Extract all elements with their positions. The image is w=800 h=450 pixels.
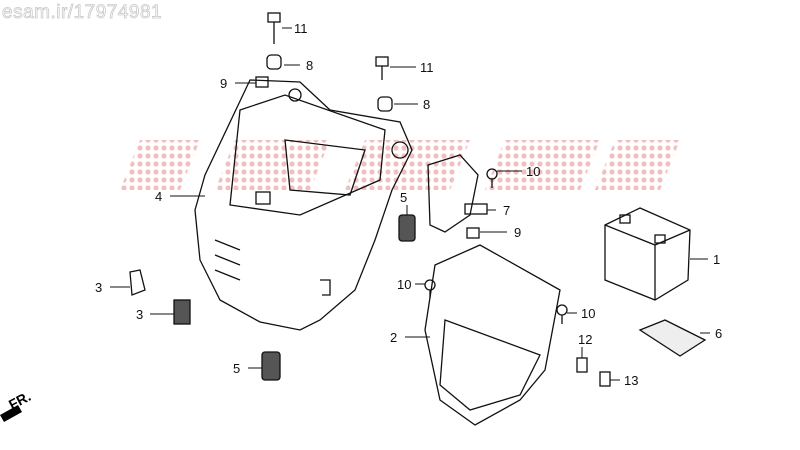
fuse-13	[599, 371, 611, 387]
callout-7: 7	[503, 203, 510, 218]
battery-pad-part	[638, 319, 707, 357]
callout-3: 3	[95, 280, 102, 295]
grommet-5-lower	[261, 351, 281, 381]
leader-lines	[110, 27, 710, 381]
bolt-11-right	[375, 56, 389, 80]
callout-3: 3	[136, 307, 143, 322]
callout-10: 10	[526, 164, 540, 179]
callout-2: 2	[390, 330, 397, 345]
callout-9: 9	[220, 76, 227, 91]
callout-10: 10	[397, 277, 411, 292]
collar-8-right	[377, 96, 393, 112]
battery-cover-part	[424, 244, 561, 426]
grommet-5-upper	[398, 214, 416, 242]
logo-watermark	[120, 140, 680, 190]
callout-9: 9	[514, 225, 521, 240]
clip-3-upper	[129, 269, 146, 296]
callout-1: 1	[713, 252, 720, 267]
callout-13: 13	[624, 373, 638, 388]
callout-8: 8	[306, 58, 313, 73]
callout-10: 10	[581, 306, 595, 321]
bolt-10-a	[486, 168, 498, 188]
fuse-12	[576, 357, 588, 373]
nut-9-b	[466, 227, 480, 239]
clip-3-lower	[173, 299, 191, 325]
cover-bracket	[427, 154, 488, 233]
bolt-10-c	[556, 304, 568, 324]
watermark: esam.ir/17974981	[2, 2, 163, 24]
callout-12: 12	[578, 332, 592, 347]
nut-9-a	[255, 76, 269, 88]
luggage-box-part	[194, 79, 413, 331]
svg-text:FR.: FR.	[6, 388, 33, 413]
callout-labels: 11 8 9 11 8 10 4 5 7 9 1 3 10 3 10 2 6 1…	[95, 21, 722, 388]
collar-8-left	[266, 54, 282, 70]
callout-4: 4	[155, 189, 162, 204]
front-direction-marker: FR.	[0, 388, 33, 422]
callout-5: 5	[400, 190, 407, 205]
bolt-10-b	[424, 279, 436, 298]
callout-6: 6	[715, 326, 722, 341]
bolt-11-left	[267, 12, 281, 44]
callout-5: 5	[233, 361, 240, 376]
callout-8: 8	[423, 97, 430, 112]
callout-11: 11	[294, 21, 308, 36]
callout-11: 11	[420, 60, 434, 75]
battery-part	[604, 207, 691, 301]
